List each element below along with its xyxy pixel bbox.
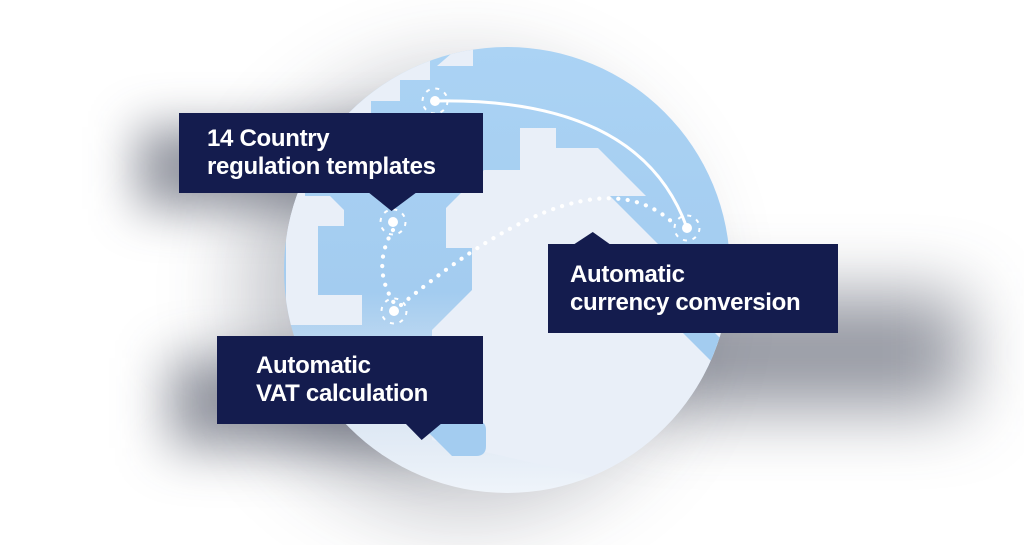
connector-solid-arc — [434, 99, 689, 229]
location-dot-icon — [673, 214, 701, 242]
callout-regulation-templates: 14 Country regulation templates — [179, 113, 483, 211]
landmass-top-wedge — [437, 47, 473, 66]
connector-dotted-arc-left — [380, 227, 397, 306]
callout-text-line: 14 Country — [207, 125, 330, 152]
callout-text-line: VAT calculation — [256, 380, 428, 407]
location-dot-icon — [379, 208, 407, 236]
landmass-west — [286, 196, 362, 325]
connector-dotted-arc-main — [398, 196, 675, 308]
location-dot-icon — [421, 87, 449, 115]
location-dot-icon — [380, 297, 408, 325]
callout-text-line: Automatic — [256, 352, 371, 379]
callout-vat-calculation: Automatic VAT calculation — [217, 336, 483, 440]
callout-text-line: Automatic — [570, 260, 685, 288]
callout-currency-conversion: Automatic currency conversion — [548, 232, 838, 333]
landmass-south-blue — [426, 421, 486, 456]
callout-text-line: currency conversion — [570, 288, 801, 316]
callout-text-line: regulation templates — [207, 153, 436, 180]
